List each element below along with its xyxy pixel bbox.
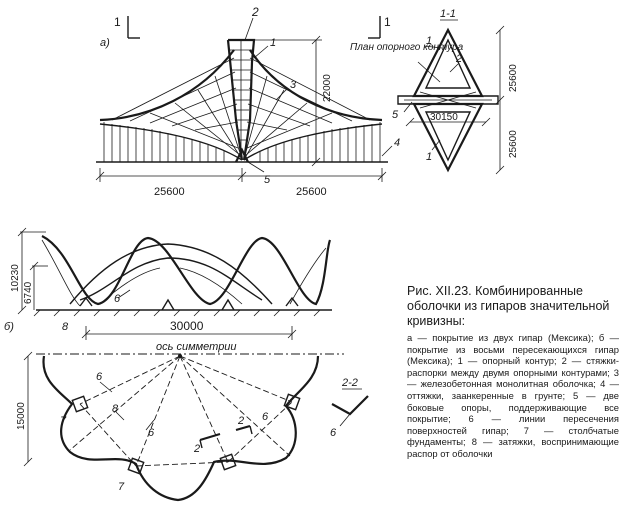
callout-s-5: 5 (392, 109, 399, 121)
drawing-b-plan: ось симметрии 15000 6 (16, 341, 369, 502)
callout-p-7a: 7 (60, 415, 67, 427)
dim-top-25600: 25600 (508, 64, 519, 92)
section-1-1-title: 1-1 (440, 8, 456, 20)
section-mark-left: 1 (114, 15, 121, 29)
callout-b-8: 8 (62, 321, 69, 333)
callout-s-1b: 1 (426, 151, 432, 163)
callout-p-6c: 6 (262, 411, 269, 423)
callout-s-2: 2 (455, 53, 462, 65)
drawing-b-elevation: 10230 6740 6 б) 8 30000 (4, 227, 332, 340)
axis-of-symmetry-label: ось симметрии (156, 341, 237, 353)
drawing-a-label: а) (100, 37, 110, 49)
section-2-2-title: 2-2 (341, 377, 358, 389)
callout-p-2b: 2 (237, 415, 244, 427)
dim-10230: 10230 (10, 264, 21, 292)
figure-caption: Рис. XII.23. Комбинированные оболочки из… (407, 284, 619, 460)
callout-s-1a: 1 (426, 35, 432, 47)
drawing-a-elevation: 1 1 а) 2 1 3 4 5 22000 25600 25600 (95, 5, 400, 198)
dim-15000: 15000 (16, 402, 27, 430)
plan-label: План опорного контура (350, 42, 464, 53)
dim-6740: 6740 (23, 281, 34, 304)
dim-30150: 30150 (430, 112, 458, 123)
caption-body: а — покрытие из двух гипар (Мексика); б … (407, 332, 619, 459)
dim-left-25600: 25600 (154, 186, 185, 198)
section-1-1-plan: 1-1 План опорного контура 1 (350, 8, 519, 175)
plan-label-text: План опорного контура (350, 42, 464, 53)
callout-p-6a: 6 (96, 371, 103, 383)
callout-a-1: 1 (270, 37, 276, 49)
caption-title: Рис. XII.23. Комбинированные оболочки из… (407, 284, 610, 328)
callout-a-4: 4 (394, 137, 400, 149)
section-mark-right: 1 (384, 15, 391, 29)
dim-bottom-25600: 25600 (508, 130, 519, 158)
callout-b-6: 6 (114, 293, 121, 305)
callout-a-2: 2 (251, 5, 259, 19)
dim-30000: 30000 (170, 319, 204, 333)
callout-p-8: 8 (112, 403, 119, 415)
drawing-b-label: б) (4, 321, 14, 333)
callout-a-3: 3 (290, 79, 297, 91)
dim-right-25600: 25600 (296, 186, 327, 198)
dim-height-22000: 22000 (322, 74, 333, 102)
callout-p-7b: 7 (118, 481, 125, 493)
callout-p-2a: 2 (193, 443, 200, 455)
callout-p-6b: 6 (148, 427, 155, 439)
callout-a-5: 5 (264, 174, 271, 186)
callout-section-6: 6 (330, 427, 337, 439)
